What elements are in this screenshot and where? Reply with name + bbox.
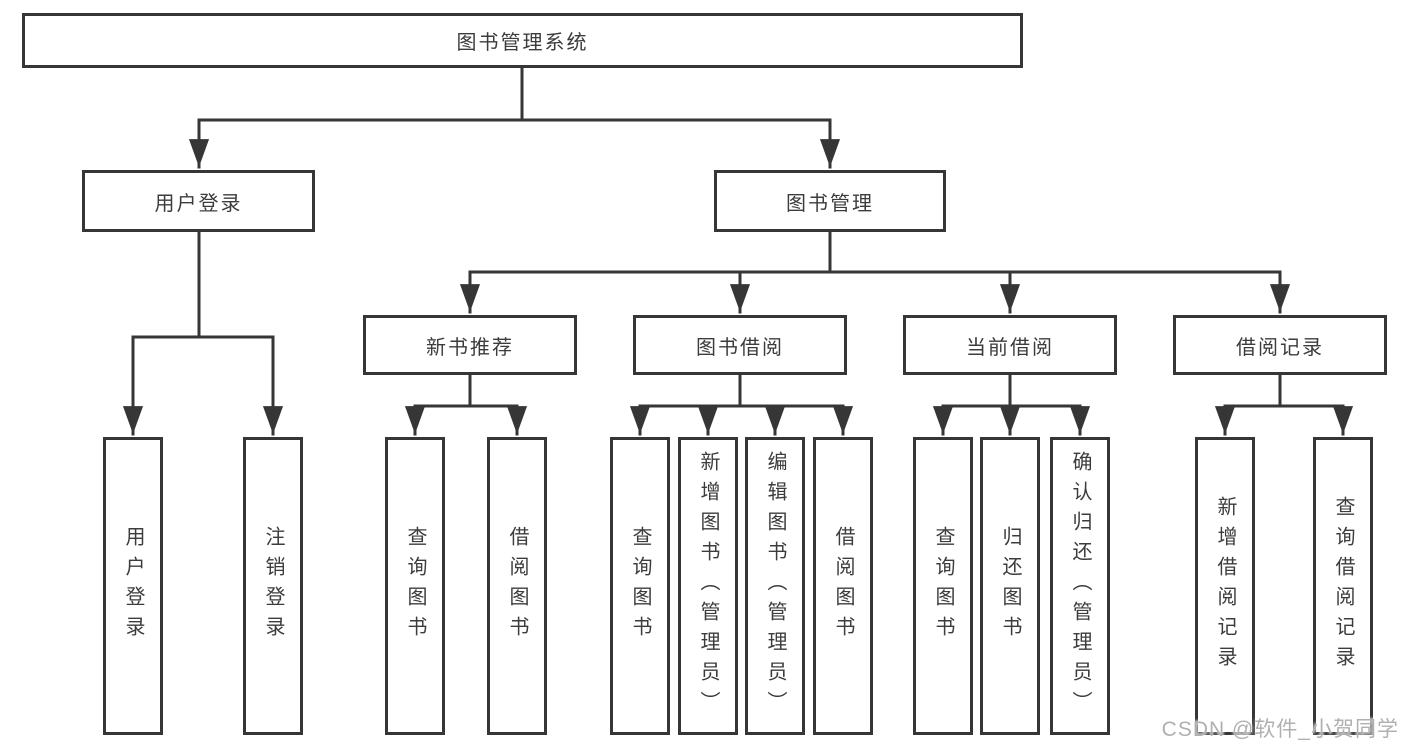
node-borrowing-records: 借阅记录 (1173, 315, 1387, 375)
leaf-user-login-label: 用户登录 (122, 526, 144, 646)
connector-book-mgmt-children (459, 230, 1291, 314)
connector-root-to-level2 (188, 66, 841, 169)
node-library-system: 图书管理系统 (22, 13, 1023, 68)
leaf-add-borrow-record: 新增借阅记录 (1195, 437, 1255, 735)
node-book-management: 图书管理 (714, 170, 946, 232)
leaf-add-borrow-record-label: 新增借阅记录 (1214, 496, 1236, 676)
leaf-user-login: 用户登录 (103, 437, 163, 735)
leaf-return-books: 归还图书 (980, 437, 1040, 735)
node-book-borrowing: 图书借阅 (633, 315, 847, 375)
leaf-logout: 注销登录 (243, 437, 303, 735)
leaf-borrow-books-newbook: 借阅图书 (487, 437, 547, 735)
leaf-edit-book-admin: 编辑图书（管理员） (745, 437, 805, 735)
leaf-query-borrow-record: 查询借阅记录 (1313, 437, 1373, 735)
leaf-borrow-books: 借阅图书 (813, 437, 873, 735)
node-new-book-recommendation: 新书推荐 (363, 315, 577, 375)
leaf-query-books-current-label: 查询图书 (932, 526, 954, 646)
leaf-add-book-admin-label: 新增图书（管理员） (697, 451, 719, 721)
leaf-confirm-return-admin-label: 确认归还（管理员） (1069, 451, 1091, 721)
leaf-confirm-return-admin: 确认归还（管理员） (1050, 437, 1110, 735)
connector-new-book-children (404, 373, 528, 436)
leaf-borrow-books-newbook-label: 借阅图书 (506, 526, 528, 646)
leaf-query-books-newbook-label: 查询图书 (404, 526, 426, 646)
leaf-query-books-current: 查询图书 (913, 437, 973, 735)
connector-current-borrow-children (932, 373, 1091, 436)
watermark: CSDN @软件_小贺同学 (1161, 718, 1399, 741)
leaf-return-books-label: 归还图书 (999, 526, 1021, 646)
node-user-login: 用户登录 (82, 170, 315, 232)
leaf-logout-label: 注销登录 (262, 526, 284, 646)
connector-borrow-records-children (1214, 373, 1354, 436)
leaf-edit-book-admin-label: 编辑图书（管理员） (764, 451, 786, 721)
leaf-query-books-borrow-label: 查询图书 (629, 526, 651, 646)
node-current-borrowing: 当前借阅 (903, 315, 1117, 375)
leaf-borrow-books-label: 借阅图书 (832, 526, 854, 646)
leaf-add-book-admin: 新增图书（管理员） (678, 437, 738, 735)
connector-book-borrow-children (629, 373, 854, 436)
leaf-query-borrow-record-label: 查询借阅记录 (1332, 496, 1354, 676)
connector-user-login-children (122, 230, 284, 436)
leaf-query-books-borrow: 查询图书 (610, 437, 670, 735)
leaf-query-books-newbook: 查询图书 (385, 437, 445, 735)
